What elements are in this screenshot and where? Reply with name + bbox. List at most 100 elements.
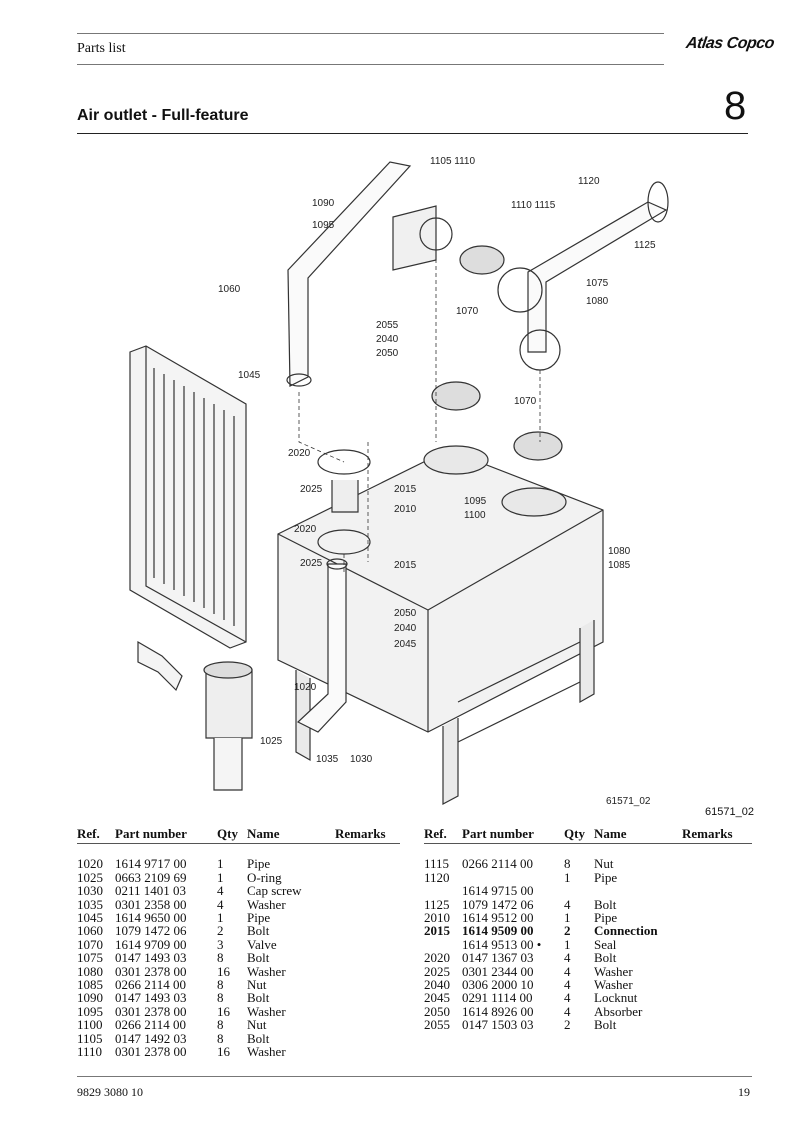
cell-remarks bbox=[682, 871, 752, 884]
cell-part: 0301 2378 00 bbox=[115, 1044, 187, 1060]
cell-remarks bbox=[335, 1005, 400, 1018]
cell-remarks bbox=[682, 1018, 752, 1031]
cell-remarks bbox=[335, 924, 400, 937]
cell-remarks bbox=[335, 978, 400, 991]
col-part-number: Part number bbox=[115, 827, 217, 845]
svg-text:1080: 1080 bbox=[586, 296, 609, 307]
cell-ref: 1045 bbox=[77, 910, 103, 926]
svg-text:1030: 1030 bbox=[350, 754, 373, 765]
cell-qty: 8 bbox=[217, 950, 224, 966]
drawing-id: 61571_02 bbox=[606, 796, 651, 807]
cell-qty: 3 bbox=[217, 936, 224, 952]
cell-remarks bbox=[682, 857, 752, 870]
cell-qty: 4 bbox=[564, 977, 571, 993]
header-rule-top bbox=[77, 33, 664, 34]
cell-remarks bbox=[335, 911, 400, 924]
cell-ref: 1095 bbox=[77, 1003, 103, 1019]
cell-qty: 4 bbox=[564, 896, 571, 912]
cell-qty: 16 bbox=[217, 963, 230, 979]
cell-remarks bbox=[682, 965, 752, 978]
cell-part: 0147 1492 03 bbox=[115, 1030, 187, 1046]
cell-part: 0266 2114 00 bbox=[115, 1017, 187, 1033]
cell-name: Pipe bbox=[594, 910, 618, 926]
svg-text:1090: 1090 bbox=[312, 198, 335, 209]
cell-ref: 1085 bbox=[77, 977, 103, 993]
cell-qty: 1 bbox=[217, 856, 224, 872]
svg-text:1110 1115: 1110 1115 bbox=[511, 200, 556, 211]
cell-part: 0266 2114 00 bbox=[115, 977, 187, 993]
cell-ref: 2025 bbox=[424, 963, 450, 979]
cell-name: Bolt bbox=[594, 1017, 617, 1033]
col-ref: Ref. bbox=[77, 827, 115, 845]
cell-remarks bbox=[682, 991, 752, 1004]
cell-qty: 4 bbox=[564, 963, 571, 979]
cell-qty: 4 bbox=[564, 1003, 571, 1019]
cell-remarks bbox=[335, 857, 400, 870]
cell-name: Bolt bbox=[247, 990, 270, 1006]
cell-remarks bbox=[682, 938, 752, 951]
svg-text:2045: 2045 bbox=[394, 639, 417, 650]
cell-qty: 4 bbox=[217, 883, 224, 899]
cell-ref: 2015 bbox=[424, 923, 450, 939]
cell-name: Washer bbox=[594, 977, 633, 993]
page-number: 19 bbox=[738, 1085, 750, 1099]
cell-name: O-ring bbox=[247, 869, 282, 885]
svg-text:1045: 1045 bbox=[238, 370, 261, 381]
cell-qty: 1 bbox=[217, 910, 224, 926]
cell-part: 1614 8926 00 bbox=[462, 1003, 534, 1019]
header-title: Parts list bbox=[77, 41, 126, 56]
svg-text:1100: 1100 bbox=[464, 510, 486, 521]
cell-qty: 8 bbox=[564, 856, 571, 872]
cell-remarks bbox=[335, 938, 400, 951]
cell-part: 0147 1503 03 bbox=[462, 1017, 534, 1033]
cell-ref: 1090 bbox=[77, 990, 103, 1006]
cell-ref: 1105 bbox=[77, 1030, 103, 1046]
col-remarks: Remarks bbox=[682, 827, 752, 845]
cell-remarks bbox=[682, 924, 752, 937]
cell-ref: 2040 bbox=[424, 977, 450, 993]
cell-ref: 1075 bbox=[77, 950, 103, 966]
cell-name: Pipe bbox=[247, 856, 271, 872]
col-part-number: Part number bbox=[462, 827, 564, 845]
cell-name: Bolt bbox=[247, 923, 270, 939]
svg-text:2025: 2025 bbox=[300, 484, 323, 495]
svg-text:2015: 2015 bbox=[394, 560, 417, 571]
section-title: Air outlet - Full-feature bbox=[77, 107, 249, 124]
svg-text:1105 1110: 1105 1110 bbox=[430, 156, 475, 167]
cell-part: 1614 9717 00 bbox=[115, 856, 187, 872]
cell-part: 0266 2114 00 bbox=[462, 856, 534, 872]
col-remarks: Remarks bbox=[335, 827, 400, 845]
cell-qty bbox=[564, 884, 594, 897]
cell-name: Nut bbox=[594, 856, 614, 872]
cell-name: Nut bbox=[247, 1017, 267, 1033]
cell-ref: 1060 bbox=[77, 923, 103, 939]
svg-text:1080: 1080 bbox=[608, 546, 631, 557]
cell-part: 0301 2378 00 bbox=[115, 1003, 187, 1019]
svg-text:1070: 1070 bbox=[514, 396, 537, 407]
svg-text:1120: 1120 bbox=[578, 176, 600, 187]
cell-part: 0147 1493 03 bbox=[115, 990, 187, 1006]
cell-remarks bbox=[335, 884, 400, 897]
svg-text:2015: 2015 bbox=[394, 484, 417, 495]
cell-name: Connection bbox=[594, 923, 658, 939]
section-rule bbox=[77, 133, 748, 134]
cell-remarks bbox=[682, 911, 752, 924]
cell-part: 0301 2344 00 bbox=[462, 963, 534, 979]
cell-ref: 1020 bbox=[77, 856, 103, 872]
cell-qty: 16 bbox=[217, 1044, 230, 1060]
cell-part: 1614 9709 00 bbox=[115, 936, 187, 952]
col-name: Name bbox=[594, 827, 682, 845]
cell-remarks bbox=[335, 1045, 400, 1058]
cell-name: Absorber bbox=[594, 1003, 643, 1019]
